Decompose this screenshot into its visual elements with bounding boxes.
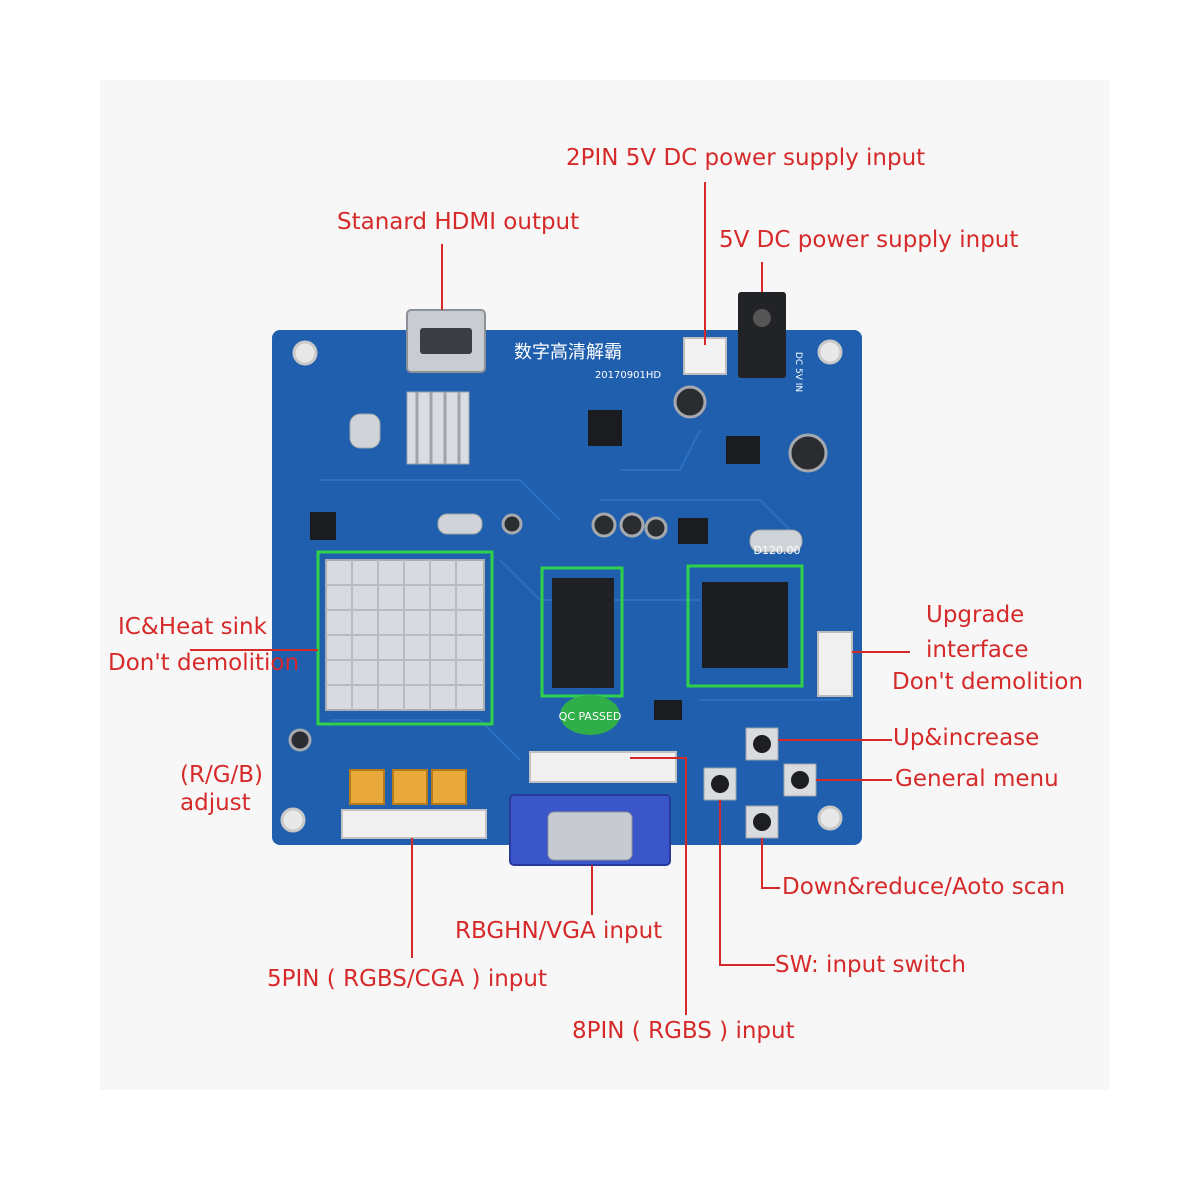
dc-power-jack bbox=[738, 292, 786, 378]
highlight-boxes bbox=[316, 550, 804, 726]
memory-chip bbox=[552, 578, 614, 688]
main-ic-heat-sink bbox=[325, 559, 485, 711]
callout-general-menu: General menu bbox=[895, 766, 1059, 792]
qc-badge-text: QC PASSED bbox=[559, 710, 622, 723]
capacitors bbox=[288, 385, 828, 752]
mcu-chip bbox=[702, 582, 788, 668]
callout-8pin-input: 8PIN ( RGBS ) input bbox=[572, 1018, 795, 1044]
crystals bbox=[349, 413, 803, 553]
power-silkscreen: DC 5V IN bbox=[793, 352, 803, 392]
callout-rgb-adjust-word: adjust bbox=[180, 790, 251, 816]
upgrade-connector bbox=[817, 631, 853, 697]
callout-upgrade-dont-demolition: Don't demolition bbox=[892, 669, 1084, 695]
callout-hdmi-output: Stanard HDMI output bbox=[337, 209, 580, 235]
eight-pin-connector bbox=[529, 751, 677, 783]
board-title: 数字高清解霸 bbox=[514, 342, 622, 363]
callout-dc-power: 5V DC power supply input bbox=[719, 227, 1019, 253]
rgb-potentiometers bbox=[349, 769, 467, 805]
callout-2pin-power: 2PIN 5V DC power supply input bbox=[566, 145, 926, 171]
board-version: 20170901HD bbox=[595, 370, 661, 381]
callout-ic-heat-sink: IC&Heat sink bbox=[118, 614, 267, 640]
callout-upgrade: Upgrade bbox=[926, 602, 1025, 628]
small-ics bbox=[310, 410, 760, 720]
callout-up-increase: Up&increase bbox=[893, 725, 1040, 751]
callout-down-reduce: Down&reduce/Aoto scan bbox=[782, 874, 1066, 900]
five-pin-connector bbox=[341, 809, 487, 839]
callout-5pin-input: 5PIN ( RGBS/CGA ) input bbox=[267, 966, 547, 992]
callout-vga-input: RBGHN/VGA input bbox=[455, 918, 663, 944]
callout-rgb-adjust: (R/G/B) bbox=[180, 762, 264, 788]
callout-ic-dont-demolition: Don't demolition bbox=[108, 650, 300, 676]
pcb-traces bbox=[320, 429, 840, 761]
qc-badge: QC PASSED bbox=[559, 695, 622, 735]
vga-connector bbox=[509, 794, 671, 866]
mounting-holes bbox=[280, 339, 843, 833]
small-heat-sink bbox=[406, 391, 470, 465]
two-pin-connector bbox=[683, 337, 727, 375]
callout-sw-switch: SW: input switch bbox=[775, 952, 966, 978]
callout-upgrade-interface: interface bbox=[926, 637, 1029, 663]
crystal-label: D120.00 bbox=[754, 544, 801, 557]
hdmi-port bbox=[406, 309, 486, 373]
